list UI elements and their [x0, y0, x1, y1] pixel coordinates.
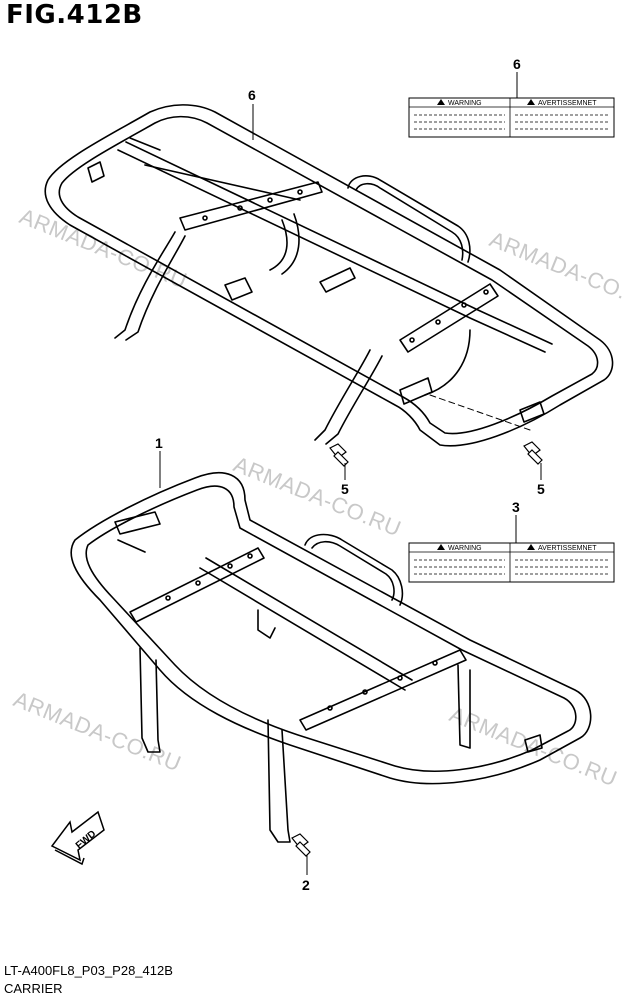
rear-carrier: [70, 472, 592, 843]
bolt-icon: [523, 441, 543, 465]
figure-title: FIG.412B: [6, 0, 143, 30]
warning-fr-text: AVERTISSEMNET: [538, 100, 597, 107]
callout-1: 1: [155, 435, 163, 451]
warning-fr-text: AVERTISSEMNET: [538, 545, 597, 552]
bolt-icon: [291, 833, 311, 857]
watermark: ARMADA-CO.RU: [446, 701, 621, 791]
watermark: ARMADA-CO.RU: [10, 686, 185, 776]
callout-5: 5: [537, 481, 545, 497]
warning-triangle-icon: [527, 99, 535, 105]
warning-en-text: WARNING: [448, 100, 482, 107]
watermark: ARMADA-CO.RU: [230, 451, 405, 541]
warning-triangle-icon: [527, 544, 535, 550]
callout-2: 2: [302, 877, 310, 893]
front-carrier: [44, 104, 614, 447]
warning-label-item-3: WARNING AVERTISSEMNET: [408, 542, 615, 583]
callout-4: 6: [248, 87, 256, 103]
bolt-icon: [329, 443, 349, 467]
footer-name: CARRIER: [4, 981, 63, 996]
fwd-arrow-icon: FWD: [50, 810, 105, 866]
callout-5: 5: [341, 481, 349, 497]
watermark: ARMADA-CO.RU: [486, 226, 624, 316]
warning-triangle-icon: [437, 99, 445, 105]
callout-leaders: [159, 72, 542, 875]
warning-en-text: WARNING: [448, 545, 482, 552]
callout-6: 6: [513, 56, 521, 72]
callout-3: 3: [512, 499, 520, 515]
warning-label-item-6: WARNING AVERTISSEMNET: [408, 97, 615, 138]
footer-code: LT-A400FL8_P03_P28_412B: [4, 963, 173, 978]
warning-triangle-icon: [437, 544, 445, 550]
